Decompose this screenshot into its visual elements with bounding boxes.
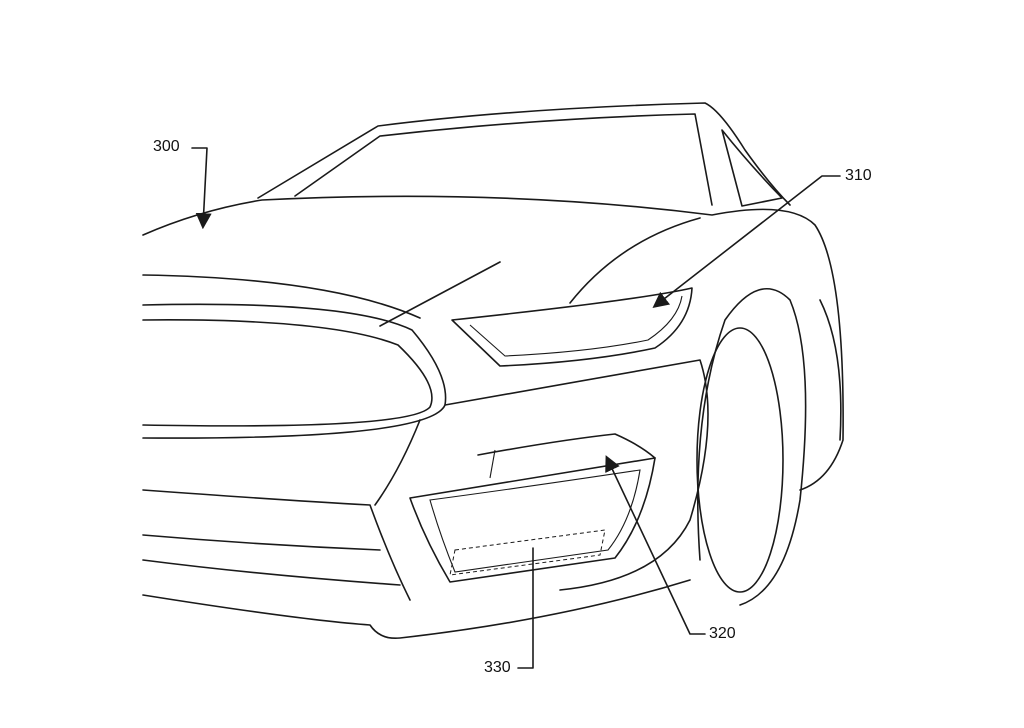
leader-300 — [191, 147, 212, 230]
leader-320 — [605, 455, 706, 635]
leader-330 — [517, 547, 534, 669]
hood — [142, 195, 844, 491]
front-fascia — [142, 359, 709, 640]
grille — [142, 303, 447, 439]
leader-lines — [191, 147, 841, 669]
reference-label-300: 300 — [153, 138, 180, 155]
reference-label-330: 330 — [484, 659, 511, 676]
roof-and-windshield — [257, 102, 791, 207]
lamp-module-330 — [449, 529, 606, 576]
wheel — [696, 288, 842, 606]
reference-label-320: 320 — [709, 625, 736, 642]
reference-label-310: 310 — [845, 167, 872, 184]
fog-lamp-320 — [409, 433, 656, 583]
leader-310 — [652, 175, 841, 308]
headlight-310 — [451, 287, 693, 367]
